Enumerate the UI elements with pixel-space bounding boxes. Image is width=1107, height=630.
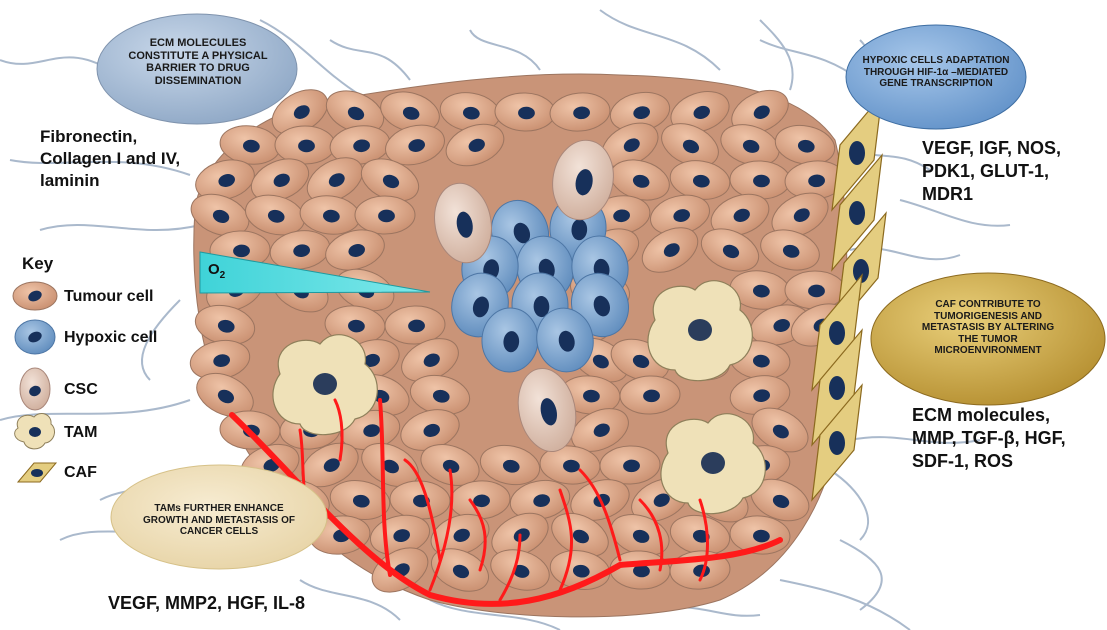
- caf-icon: [18, 463, 56, 482]
- ecm-fiber: [840, 540, 882, 610]
- cell-nucleus: [808, 285, 825, 298]
- tam-factor-list: VEGF, MMP2, HGF, IL-8: [108, 592, 305, 615]
- tumour-cell: [355, 196, 415, 234]
- ecm-fiber: [600, 10, 720, 70]
- tams-enhance-text: TAMs FURTHER ENHANCE GROWTH AND METASTAS…: [124, 503, 314, 538]
- key-label-tumour: Tumour cell: [64, 288, 154, 306]
- key-label-tam: TAM: [64, 424, 97, 442]
- caf-nucleus: [849, 141, 865, 165]
- ecm-fiber: [780, 580, 910, 630]
- caf-nucleus: [849, 201, 865, 225]
- ecm-fiber: [830, 470, 868, 540]
- tumour-cell-icon: [13, 282, 57, 310]
- oxygen-label: O2: [208, 261, 225, 281]
- tumour-cell: [275, 126, 335, 164]
- tam-icon: [15, 413, 55, 448]
- caf-nucleus: [829, 321, 845, 345]
- cell-nucleus: [378, 210, 395, 223]
- csc-icon: [20, 368, 50, 410]
- caf-contribute-text: CAF CONTRIBUTE TO TUMORIGENESIS AND META…: [900, 299, 1076, 357]
- key-label-caf: CAF: [64, 464, 97, 482]
- tumour-cell: [785, 271, 845, 309]
- key-label-hypoxic: Hypoxic cell: [64, 329, 157, 347]
- tam-nucleus: [701, 452, 725, 474]
- ecm-barrier-text: ECM MOLECULES CONSTITUTE A PHYSICAL BARR…: [112, 37, 284, 88]
- key-label-csc: CSC: [64, 381, 98, 399]
- ecm-molecule-list: Fibronectin, Collagen I and IV, laminin: [40, 126, 180, 191]
- caf-nucleus: [829, 376, 845, 400]
- ecm-fiber: [0, 57, 110, 70]
- tam-nucleus: [688, 319, 712, 341]
- cell-nucleus: [298, 140, 315, 153]
- key-icons: [13, 282, 57, 482]
- hypoxic-cell-icon: [15, 320, 55, 354]
- ecm-fiber: [40, 225, 200, 230]
- tam-nucleus: [313, 373, 337, 395]
- key-title: Key: [22, 254, 53, 274]
- hypoxic-adaptation-text: HYPOXIC CELLS ADAPTATION THROUGH HIF-1α …: [850, 55, 1022, 90]
- ecm-fiber: [470, 30, 540, 70]
- caf-nucleus: [829, 431, 845, 455]
- ecm-fiber: [330, 40, 410, 80]
- ecm-fiber: [760, 20, 793, 90]
- caf-factor-list: ECM molecules, MMP, TGF-β, HGF, SDF-1, R…: [912, 404, 1066, 473]
- ecm-fiber: [760, 40, 860, 80]
- hypoxia-factor-list: VEGF, IGF, NOS, PDK1, GLUT-1, MDR1: [922, 137, 1061, 206]
